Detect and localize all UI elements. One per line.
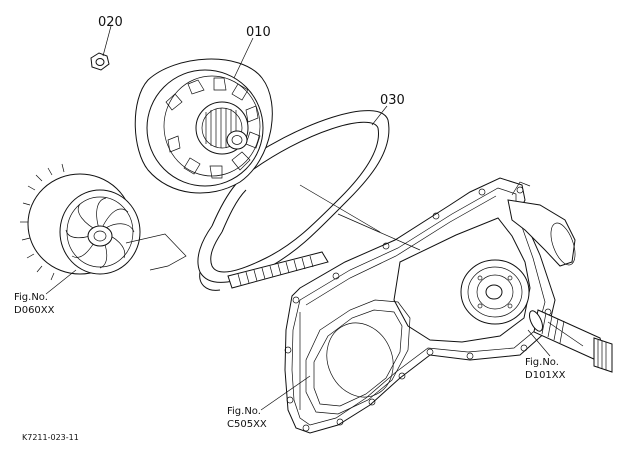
- callout-driven-pulley: 010: [246, 25, 271, 40]
- cvt-cover[interactable]: [284, 177, 580, 434]
- drive-belt[interactable]: [197, 110, 390, 291]
- figref-drive-pulley-code[interactable]: D060XX: [14, 305, 55, 316]
- figref-drive-pulley-label: Fig.No.: [14, 292, 48, 303]
- figref-shaft-label: Fig.No.: [525, 357, 559, 368]
- output-shaft[interactable]: [527, 309, 613, 373]
- figref-cover-label: Fig.No.: [227, 406, 261, 417]
- drawing-code: K7211-023-11: [22, 433, 79, 442]
- flange-nut[interactable]: [90, 52, 110, 71]
- leader-lines: [45, 25, 584, 411]
- figref-cover-code[interactable]: C505XX: [227, 419, 267, 430]
- callout-nut: 020: [98, 15, 123, 30]
- callout-belt: 030: [380, 93, 405, 108]
- driven-pulley[interactable]: [134, 58, 273, 194]
- figref-shaft-code[interactable]: D101XX: [525, 370, 566, 381]
- drive-pulley[interactable]: [20, 163, 141, 281]
